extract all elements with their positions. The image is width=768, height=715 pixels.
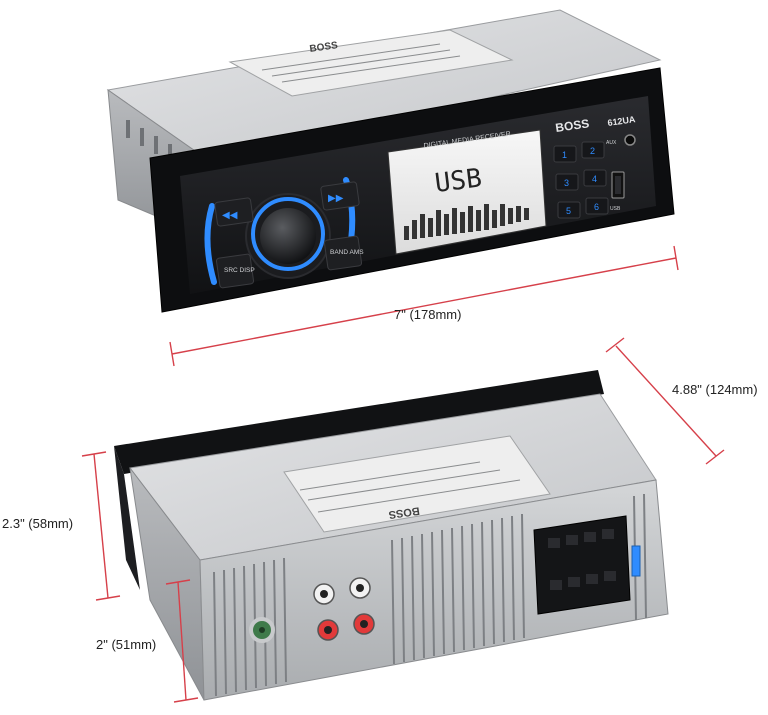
aux-jack-icon[interactable]: AUX xyxy=(606,134,636,146)
preset-5-button[interactable]: 5 xyxy=(557,201,581,219)
width-dimension-label: 7" (178mm) xyxy=(394,307,462,322)
preset-1-button[interactable]: 1 xyxy=(553,145,577,163)
lcd-display xyxy=(387,129,547,255)
brand-logo: BOSS xyxy=(554,116,590,135)
left-blue-accent xyxy=(204,203,217,285)
rca-jacks xyxy=(313,577,375,641)
fuse xyxy=(631,545,641,577)
height-dimension-label: 2.3" (58mm) xyxy=(2,516,74,531)
svg-text:AUX: AUX xyxy=(606,140,617,146)
rca-jack-icon[interactable] xyxy=(313,583,335,605)
rca-jack-icon[interactable] xyxy=(353,613,375,635)
depth-dimension-line xyxy=(605,337,725,465)
src-disp-button[interactable]: SRC DISP xyxy=(215,253,255,289)
lcd-equalizer xyxy=(404,204,529,240)
svg-text:1: 1 xyxy=(562,150,567,160)
nose-dimension-line xyxy=(165,579,199,703)
usb-port-icon[interactable]: USB xyxy=(610,171,625,212)
volume-knob-icon[interactable] xyxy=(245,193,331,279)
sticker-lines xyxy=(261,43,461,83)
band-ams-label: BAND AMS xyxy=(330,249,364,256)
antenna-jack[interactable] xyxy=(249,617,275,643)
model-number: 612UA xyxy=(607,114,637,128)
rca-jack-icon[interactable] xyxy=(349,577,371,599)
preset-4-button[interactable]: 4 xyxy=(583,169,607,187)
rca-jack-icon[interactable] xyxy=(317,619,339,641)
prev-track-icon: ◀◀ xyxy=(222,210,238,221)
svg-text:USB: USB xyxy=(610,206,621,212)
rear-top-sticker xyxy=(283,435,551,533)
band-ams-button[interactable]: BAND AMS xyxy=(323,235,364,271)
svg-text:6: 6 xyxy=(594,202,599,212)
svg-text:3: 3 xyxy=(564,178,569,188)
next-track-icon: ▶▶ xyxy=(328,193,344,204)
height-dimension-line xyxy=(81,451,121,601)
rear-faceplate-side xyxy=(114,446,140,590)
preset-3-button[interactable]: 3 xyxy=(555,173,579,191)
svg-text:5: 5 xyxy=(566,206,571,216)
wiring-harness-icon[interactable] xyxy=(533,515,631,615)
rear-sticker-brand: BOSS xyxy=(388,504,421,520)
width-dimension-line xyxy=(169,245,679,367)
src-disp-label: SRC DISP xyxy=(224,267,255,274)
preset-buttons: 1 2 3 4 5 xyxy=(553,141,609,219)
rear-view-unit: BOSS xyxy=(114,370,669,701)
lcd-text: USB xyxy=(433,163,483,199)
heat-sink-fins xyxy=(213,493,647,697)
svg-text:4: 4 xyxy=(592,174,597,184)
svg-text:2: 2 xyxy=(590,146,595,156)
depth-dimension-label: 4.88" (124mm) xyxy=(672,382,758,397)
nose-height-dimension-label: 2" (51mm) xyxy=(96,637,157,652)
preset-2-button[interactable]: 2 xyxy=(581,141,605,159)
rear-sticker-lines xyxy=(299,461,521,513)
rear-faceplate-edge xyxy=(114,370,604,474)
sticker-brand: BOSS xyxy=(309,40,339,55)
preset-6-button[interactable]: 6 xyxy=(585,197,609,215)
next-track-button[interactable]: ▶▶ xyxy=(320,181,360,211)
front-view-unit: BOSS USB xyxy=(106,9,675,313)
prev-track-button[interactable]: ◀◀ xyxy=(214,197,254,227)
